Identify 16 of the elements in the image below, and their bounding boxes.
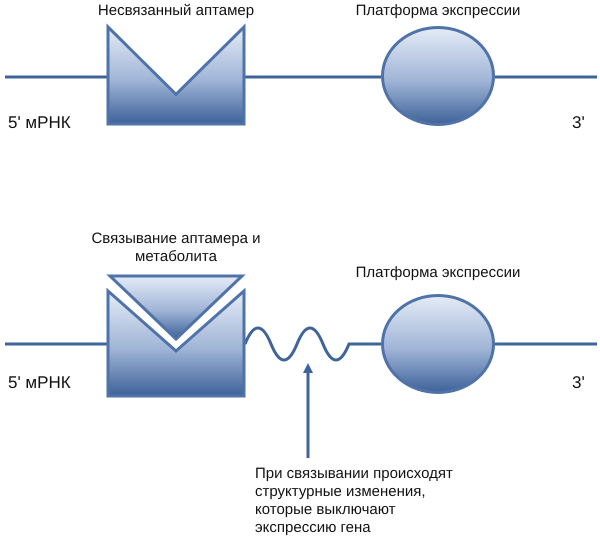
rna-strand bbox=[245, 76, 381, 78]
end-label: 5' мРНК bbox=[8, 373, 71, 393]
wavy-rna-strand bbox=[244, 326, 381, 362]
rna-strand bbox=[5, 76, 107, 78]
end-label: 5' мРНК bbox=[8, 113, 71, 133]
end-label: 3' bbox=[572, 373, 585, 393]
end-label: 3' bbox=[572, 113, 585, 133]
rna-strand bbox=[495, 342, 597, 346]
rna-strand bbox=[5, 342, 107, 346]
pointer-arrow bbox=[303, 363, 313, 458]
note-text: При связывании происходят структурные изменения, которые выключают экспрессию гена bbox=[255, 465, 454, 537]
rna-strand bbox=[495, 76, 597, 78]
heading-label: Платформа экспрессии bbox=[354, 2, 522, 20]
heading-label: Связывание аптамера и метаболита bbox=[90, 230, 262, 266]
heading-label: Платформа экспрессии bbox=[354, 264, 522, 282]
heading-label: Несвязанный аптамер bbox=[96, 2, 256, 20]
